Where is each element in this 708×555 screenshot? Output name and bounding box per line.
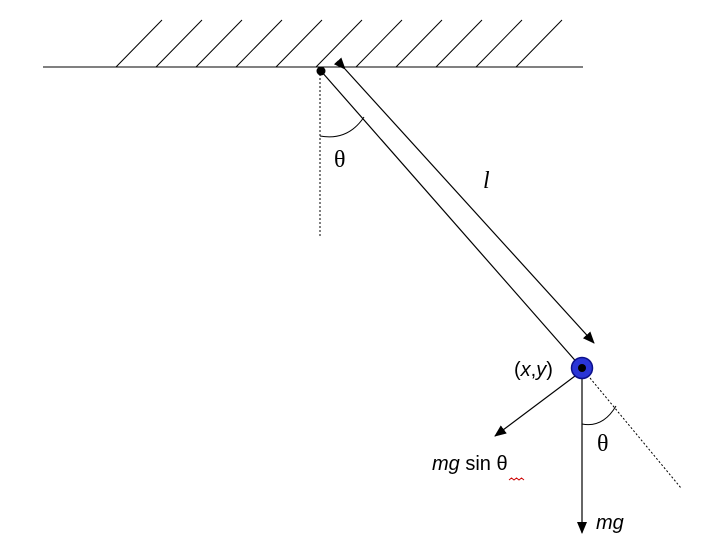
ceiling-hatching <box>115 19 563 68</box>
position-comma: , <box>530 359 537 381</box>
angle-label-bottom: θ <box>597 431 609 457</box>
tangential-mg: mg <box>432 453 460 475</box>
position-close: ) <box>546 359 553 381</box>
position-y: y <box>536 359 547 381</box>
position-x: x <box>520 359 531 381</box>
tangential-sin: sin θ <box>465 453 508 475</box>
length-label: l <box>483 168 490 194</box>
position-open: ( <box>514 359 521 381</box>
angle-label-top: θ <box>334 147 346 173</box>
angle-arc-top <box>319 116 365 138</box>
pendulum-rod <box>320 70 581 367</box>
gravity-force-label: mg <box>596 512 624 534</box>
length-dimension-arrow <box>333 57 595 344</box>
angle-arc-bottom <box>581 405 617 426</box>
tangential-force-label: mg sin θ <box>432 454 508 474</box>
spellcheck-squiggle <box>508 477 525 481</box>
tangential-force-arrow <box>494 375 576 437</box>
pivot-point <box>316 66 326 76</box>
bob-center-dot <box>578 364 586 372</box>
position-label: (x,y) <box>514 360 553 380</box>
